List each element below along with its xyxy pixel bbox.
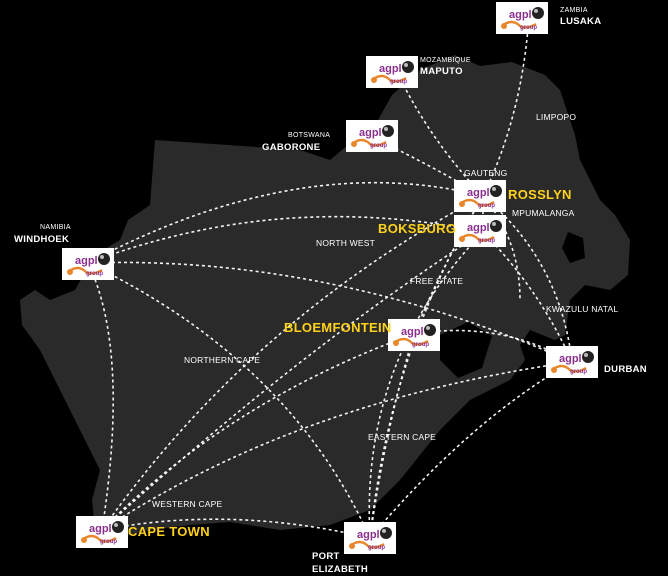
route-windhoek-rosslyn [87, 181, 484, 264]
eswatini-region [562, 232, 585, 263]
province-kwazulu-natal: KWAZULU NATAL [546, 304, 618, 314]
location-windhoek[interactable]: NAMIBIA WINDHOEK [14, 224, 116, 282]
maputo-country-label: MOZAMBIQUE [420, 57, 471, 64]
province-mpumalanga: MPUMALANGA [512, 208, 575, 218]
agpl-logo [60, 246, 116, 282]
route-windhoek-durban [87, 261, 573, 363]
branch-bloemfontein[interactable]: BLOEMFONTEIN [284, 317, 442, 353]
gaborone-label: GABORONE [262, 142, 320, 153]
route-network [87, 27, 573, 539]
port-elizabeth-label-line2: ELIZABETH [312, 564, 368, 575]
branch-boksburg[interactable]: BOKSBURG [378, 213, 508, 249]
route-capetown-durban [101, 361, 573, 531]
agpl-logo [544, 344, 600, 380]
route-windhoek-capetown [87, 262, 114, 531]
agpl-logo [74, 514, 130, 550]
branch-rosslyn[interactable]: ROSSLYN [452, 178, 572, 214]
boksburg-label: BOKSBURG [378, 221, 456, 236]
location-durban[interactable]: DURBAN [544, 344, 647, 380]
route-pe-rosslyn [369, 195, 484, 539]
rosslyn-label: ROSSLYN [508, 187, 572, 202]
gaborone-country-label: BOTSWANA [288, 132, 330, 139]
province-limpopo: LIMPOPO [536, 112, 576, 122]
location-lusaka[interactable]: ZAMBIA LUSAKA [494, 0, 601, 36]
agpl-logo [342, 520, 398, 556]
agpl-logo [386, 317, 442, 353]
province-free-state: FREE STATE [410, 276, 463, 286]
route-capetown-bloemfontein [101, 333, 415, 531]
province-north-west: NORTH WEST [316, 238, 375, 248]
route-windhoek-portelizabeth [87, 262, 371, 539]
province-northern-cape: NORTHERN CAPE [184, 355, 260, 365]
province-gauteng: GAUTENG [464, 168, 507, 178]
route-rosslyn-bloemfontein [413, 195, 484, 335]
route-windhoek-boksburg [87, 215, 484, 264]
route-maputo-rosslyn [397, 73, 484, 197]
bloemfontein-label: BLOEMFONTEIN [284, 320, 392, 335]
agpl-logo [494, 0, 550, 36]
lesotho-region [440, 322, 492, 378]
route-pe-bloemfontein [369, 333, 415, 539]
durban-label: DURBAN [604, 364, 647, 375]
route-pe-boksburg [368, 231, 484, 539]
location-maputo[interactable]: MOZAMBIQUE MAPUTO [364, 54, 471, 90]
province-western-cape: WESTERN CAPE [152, 499, 223, 509]
agpl-logo [452, 178, 508, 214]
agpl-logo [452, 213, 508, 249]
cape-town-label: CAPE TOWN [128, 524, 210, 539]
maputo-label: MAPUTO [420, 66, 463, 77]
route-rosslyn-durban [482, 195, 573, 363]
agpl-logo [364, 54, 420, 90]
agpl-logo [344, 118, 400, 154]
windhoek-label: WINDHOEK [14, 234, 69, 245]
route-capetown-rosslyn [101, 195, 484, 531]
south-africa-landmass [20, 55, 630, 540]
route-capetown-boksburg [101, 231, 484, 531]
port-elizabeth-label-line1: PORT [312, 551, 340, 562]
lusaka-country-label: ZAMBIA [560, 7, 588, 14]
windhoek-country-label: NAMIBIA [40, 224, 71, 231]
province-eastern-cape: EASTERN CAPE [368, 432, 436, 442]
lusaka-label: LUSAKA [560, 16, 601, 27]
province-labels: LIMPOPO GAUTENG MPUMALANGA NORTH WEST FR… [152, 112, 618, 509]
location-port-elizabeth[interactable]: PORT ELIZABETH [312, 520, 398, 575]
branch-cape-town[interactable]: CAPE TOWN [74, 514, 210, 550]
location-gaborone[interactable]: BOTSWANA GABORONE [262, 118, 400, 154]
route-pe-durban [369, 361, 573, 539]
